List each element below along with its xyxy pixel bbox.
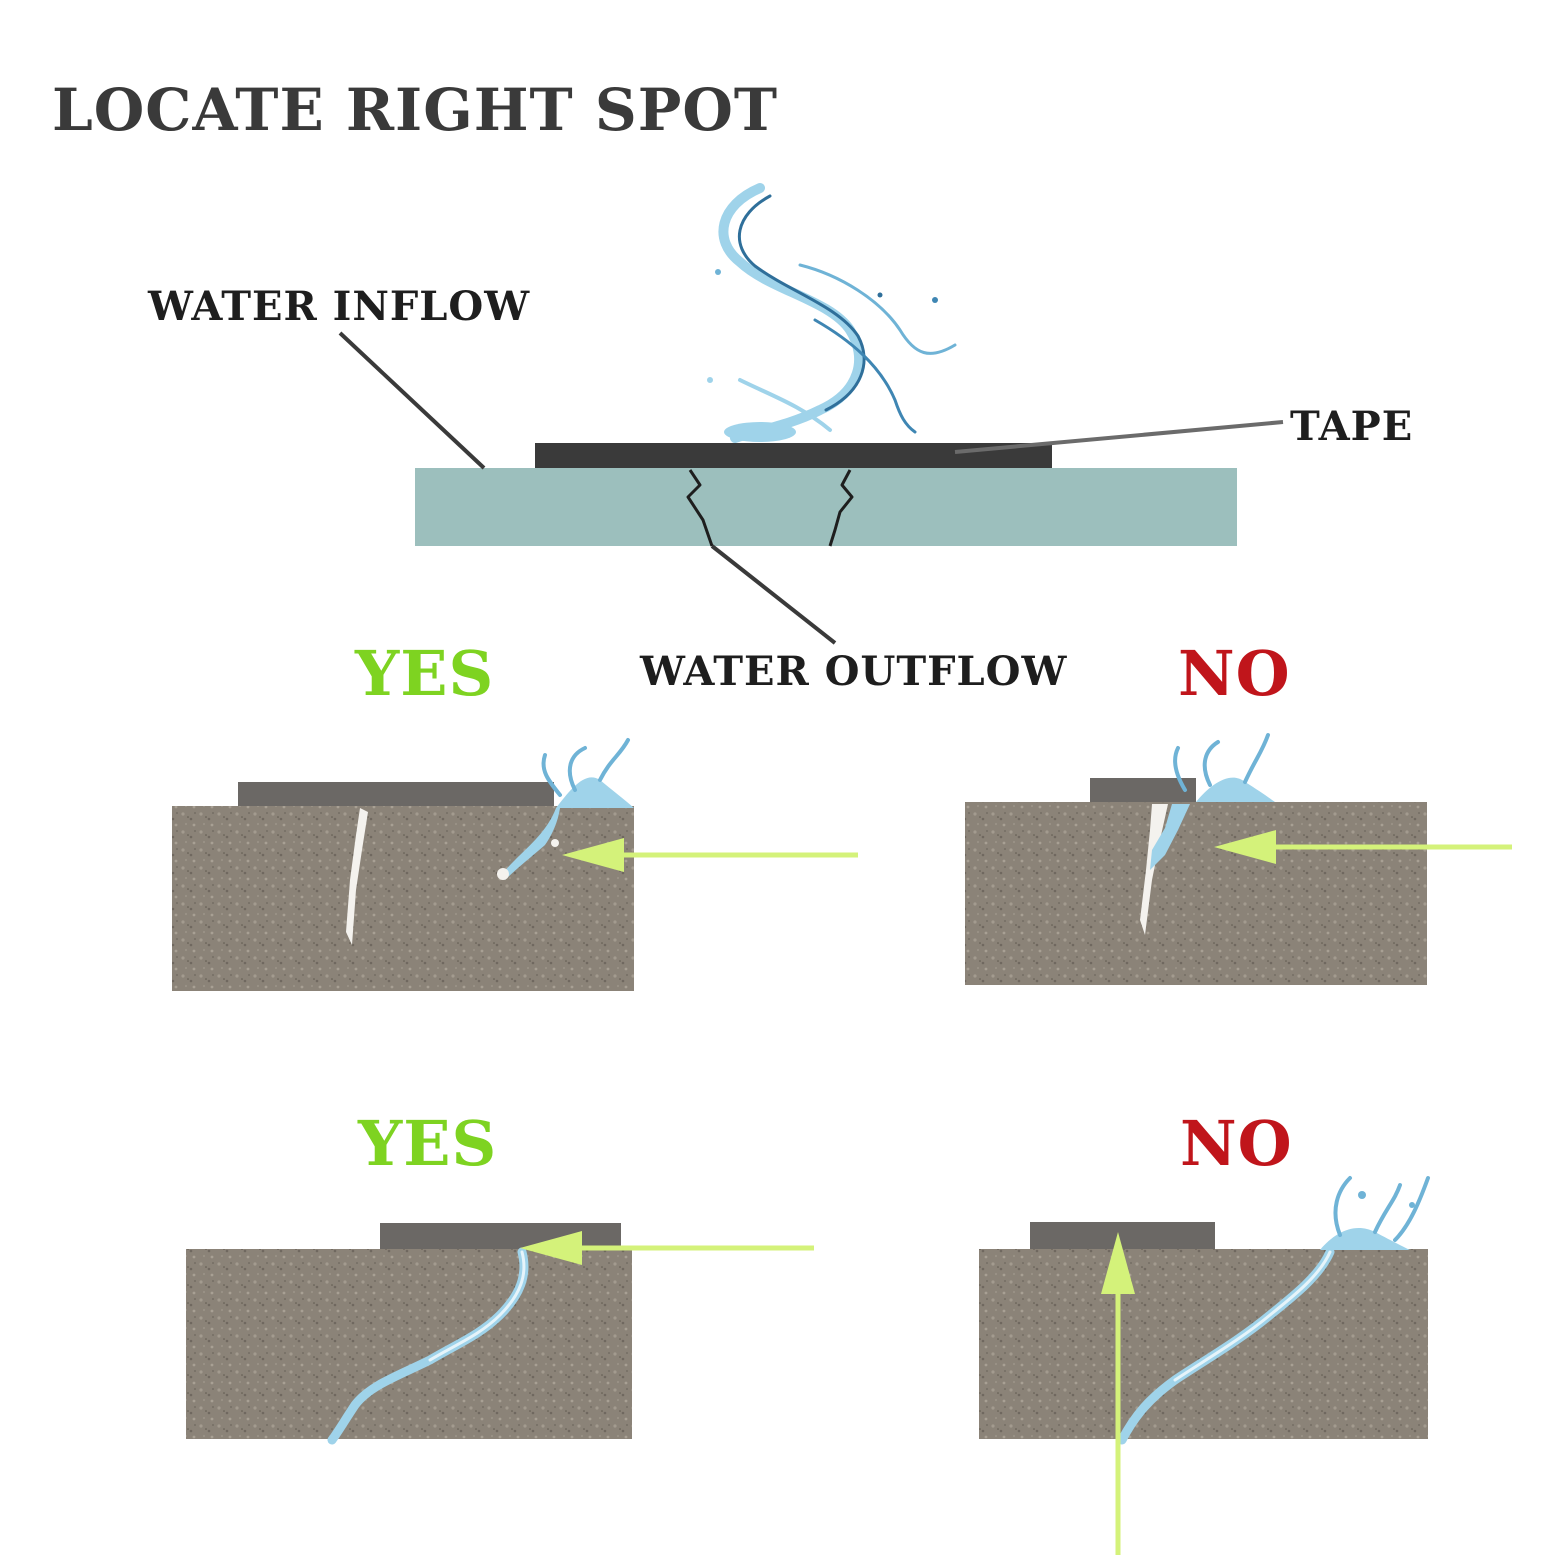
water-outflow-label: WATER OUTFLOW bbox=[639, 648, 1067, 695]
tape-label: TAPE bbox=[1290, 403, 1413, 450]
concrete-block bbox=[979, 1249, 1428, 1439]
verdict-label: NO bbox=[1180, 1107, 1293, 1180]
water-splash bbox=[1320, 1178, 1428, 1250]
tape bbox=[1030, 1222, 1215, 1249]
tape bbox=[238, 782, 554, 806]
verdict-label: YES bbox=[354, 637, 494, 710]
concrete-block bbox=[186, 1249, 632, 1439]
tape-leader bbox=[955, 422, 1283, 452]
concrete-block bbox=[965, 802, 1427, 985]
water-inflow-label: WATER INFLOW bbox=[147, 283, 530, 330]
green-arrow bbox=[520, 1231, 814, 1265]
page-title: LOCATE RIGHT SPOT bbox=[52, 76, 778, 144]
top-diagram: WATER INFLOW TAPE WATER OUTFLOW bbox=[147, 188, 1413, 695]
verdict-label: YES bbox=[357, 1107, 497, 1180]
water-inflow-leader bbox=[340, 333, 484, 468]
verdict-label: NO bbox=[1178, 637, 1291, 710]
panel-yes-bottom: YES bbox=[186, 1107, 814, 1440]
green-arrow bbox=[562, 838, 858, 872]
water-outflow-leader bbox=[712, 546, 835, 643]
concrete-block bbox=[172, 806, 634, 991]
water-splash-top bbox=[707, 188, 955, 442]
panel-no-bottom: NO bbox=[979, 1107, 1428, 1555]
slab bbox=[415, 468, 1237, 546]
tape bbox=[535, 443, 1052, 468]
tape bbox=[380, 1223, 621, 1249]
